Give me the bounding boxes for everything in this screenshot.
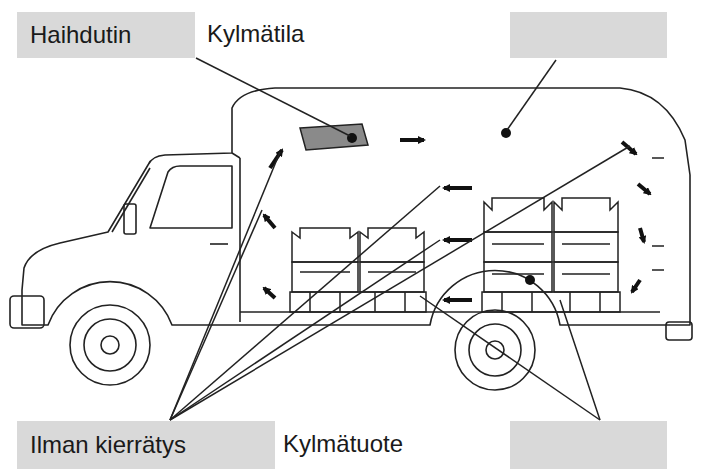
wheel xyxy=(70,305,535,390)
leader-line xyxy=(170,58,630,420)
blank-answer-box xyxy=(510,421,667,469)
part-name: Kylmätuote xyxy=(283,431,403,457)
part-name: Haihdutin xyxy=(30,22,131,48)
callout-dot xyxy=(501,128,511,138)
label-box: Ilman kierrätys xyxy=(17,421,275,469)
part-name: Kylmätila xyxy=(207,21,304,47)
crates xyxy=(290,198,620,312)
air-flow-arrow xyxy=(264,140,650,300)
van-body xyxy=(10,88,692,340)
callout-dot xyxy=(525,275,535,285)
label-box: Haihdutin xyxy=(17,12,195,58)
blank-answer-box xyxy=(510,12,667,58)
part-name: Ilman kierrätys xyxy=(30,432,186,458)
